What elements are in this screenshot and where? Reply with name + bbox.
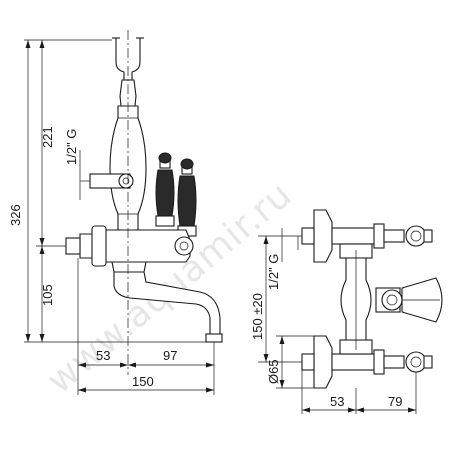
dim-center-distance: 150 ±20 — [250, 293, 265, 340]
dim-total-width: 150 — [132, 374, 154, 389]
wall-flange — [91, 225, 107, 267]
lower-flange — [313, 335, 333, 389]
upper-flange — [313, 209, 333, 263]
dim-offset-right: 97 — [163, 348, 177, 363]
side-view: 326 221 105 1/2" G 53 97 150 — [8, 30, 223, 395]
thread-label-side: 1/2" G — [64, 129, 79, 165]
lower-valve-cap — [405, 351, 427, 373]
handle-right — [177, 158, 197, 237]
top-view: 150 ±20 1/2" G Ø65 53 79 — [250, 209, 443, 414]
dim-total-height: 326 — [8, 204, 23, 226]
spout — [113, 271, 221, 337]
shower-holder — [115, 38, 141, 80]
thread-label-top: 1/2" G — [266, 254, 281, 290]
dim-diameter: Ø65 — [266, 359, 281, 384]
dim-spout-height: 105 — [40, 284, 55, 306]
dim-upper-height: 221 — [40, 126, 55, 148]
upper-valve-cap — [405, 225, 427, 247]
dim-top-offset-left: 53 — [330, 394, 344, 409]
spout-aerator — [205, 333, 223, 343]
handle-left — [155, 152, 175, 227]
dim-top-offset-right: 79 — [388, 394, 402, 409]
dim-offset-left: 53 — [96, 348, 110, 363]
wall-connector — [65, 237, 81, 255]
spout-base — [111, 261, 147, 273]
